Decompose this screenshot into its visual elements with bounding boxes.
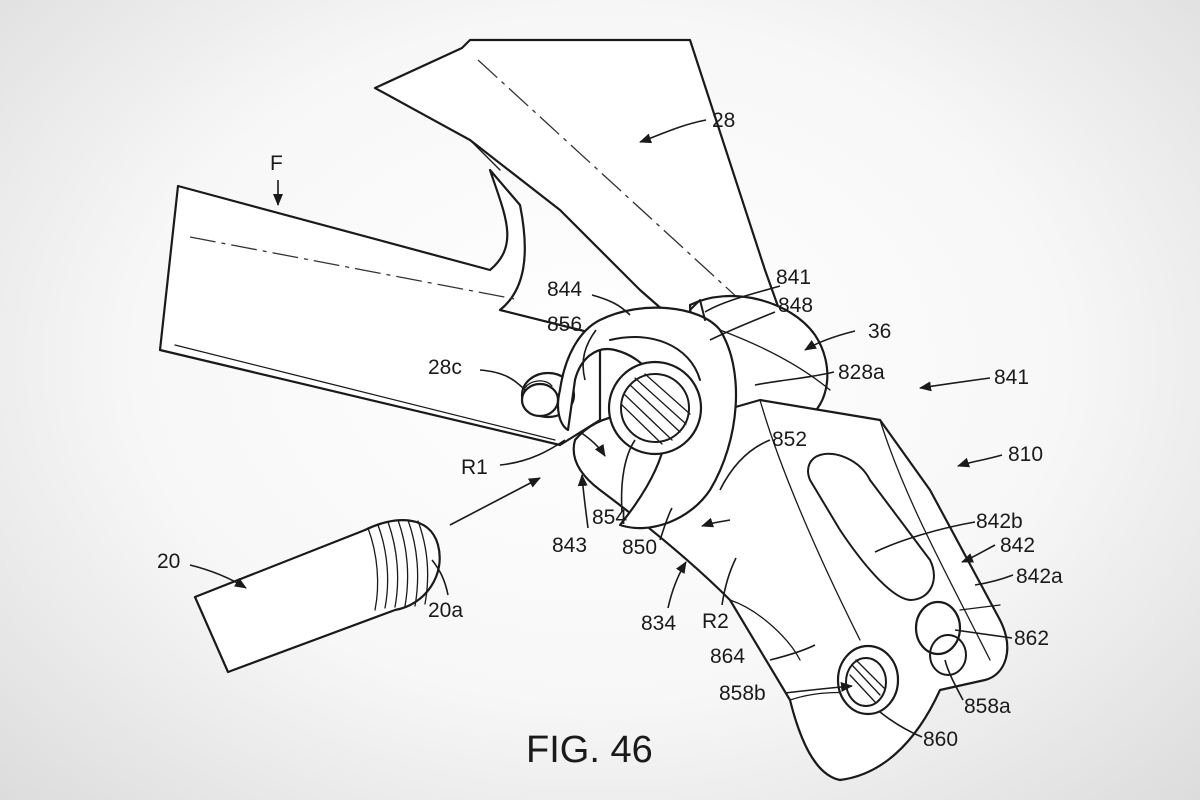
label-856: 856	[547, 313, 582, 336]
label-858b: 858b	[719, 682, 766, 705]
label-834: 834	[641, 612, 676, 635]
lower-bore-858b	[838, 646, 898, 714]
figure-caption: FIG. 46	[526, 729, 653, 771]
derailleur-hanger-810	[574, 400, 1007, 780]
label-848: 848	[778, 294, 813, 317]
label-r1: R1	[461, 456, 488, 479]
label-854: 854	[592, 506, 627, 529]
threaded-bore-854	[609, 362, 701, 454]
label-844: 844	[547, 278, 582, 301]
label-841-upper: 841	[776, 266, 811, 289]
label-36: 36	[868, 320, 891, 343]
label-828a: 828a	[838, 361, 885, 384]
label-858a: 858a	[964, 695, 1011, 718]
insertion-arrow	[450, 478, 540, 525]
label-842: 842	[1000, 534, 1035, 557]
label-841-right: 841	[994, 366, 1029, 389]
label-842a: 842a	[1016, 565, 1063, 588]
label-852: 852	[772, 428, 807, 451]
label-r2: R2	[702, 610, 729, 633]
label-864: 864	[710, 645, 745, 668]
label-28c: 28c	[428, 356, 462, 379]
label-862: 862	[1014, 627, 1049, 650]
label-f: F	[270, 152, 283, 175]
label-843: 843	[552, 534, 587, 557]
axle-20	[195, 520, 440, 672]
label-850: 850	[622, 536, 657, 559]
label-842b: 842b	[976, 510, 1023, 533]
label-860: 860	[923, 728, 958, 751]
label-810: 810	[1008, 443, 1043, 466]
label-20: 20	[157, 550, 180, 573]
label-28: 28	[712, 109, 735, 132]
label-20a: 20a	[428, 599, 463, 622]
